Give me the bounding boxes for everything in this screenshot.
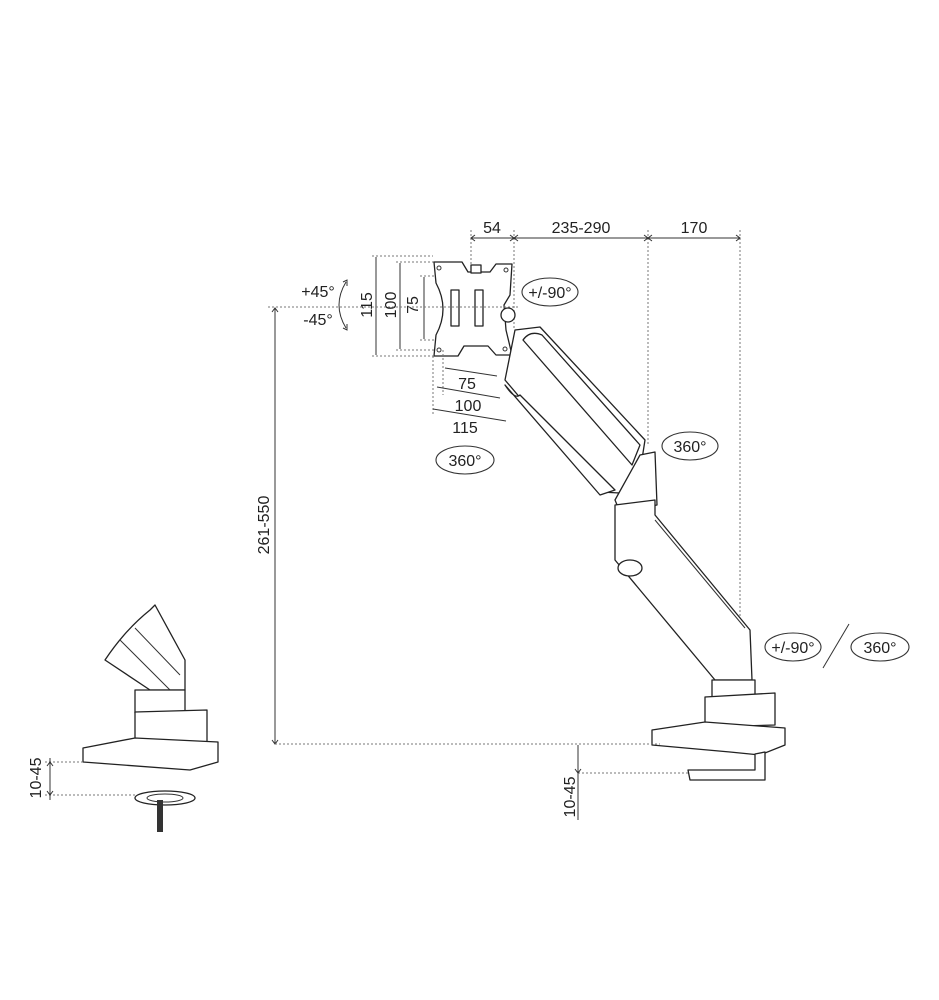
- vesa-vertical-dims: 115 100 75: [359, 255, 446, 357]
- height-dimension: 261-550: [256, 306, 660, 745]
- rotation-elbow: 360°: [661, 431, 719, 461]
- tilt-up-label: +45°: [301, 284, 335, 301]
- head-rotate-label: +/-90°: [528, 285, 571, 302]
- clamp-detail: 10-45: [28, 604, 219, 832]
- dim-170: 170: [681, 220, 708, 237]
- vesa-h-75: 75: [458, 376, 476, 393]
- vesa-plate: [433, 261, 516, 357]
- vesa-v-100: 100: [383, 292, 400, 319]
- vesa-horizontal-dims: 75 100 115: [432, 350, 507, 437]
- elbow-swivel-label: 360°: [673, 439, 706, 456]
- monitor-arm: [504, 326, 786, 781]
- desk-thickness-main: 10-45: [562, 745, 690, 820]
- rotation-head: +/-90°: [521, 277, 579, 307]
- vesa-v-75: 75: [405, 296, 422, 314]
- rotation-head-swivel: 360°: [435, 445, 495, 475]
- tilt-down-label: -45°: [303, 312, 333, 329]
- dim-54: 54: [483, 220, 501, 237]
- vesa-h-115: 115: [452, 420, 478, 437]
- desk-thickness-main-label: 10-45: [562, 776, 579, 817]
- vesa-v-115: 115: [359, 292, 376, 318]
- dim-235-290: 235-290: [552, 220, 611, 237]
- tilt-indicator: +45° -45°: [301, 279, 348, 331]
- top-dimension: 54 235-290 170: [470, 220, 741, 625]
- desk-thickness-detail-label: 10-45: [28, 757, 45, 798]
- height-range-label: 261-550: [256, 496, 273, 555]
- vesa-h-100: 100: [455, 398, 482, 415]
- rotation-base: +/-90° 360°: [764, 623, 910, 669]
- base-rotate-label: +/-90°: [771, 640, 814, 657]
- base-swivel-label: 360°: [863, 640, 896, 657]
- head-swivel-label: 360°: [448, 453, 481, 470]
